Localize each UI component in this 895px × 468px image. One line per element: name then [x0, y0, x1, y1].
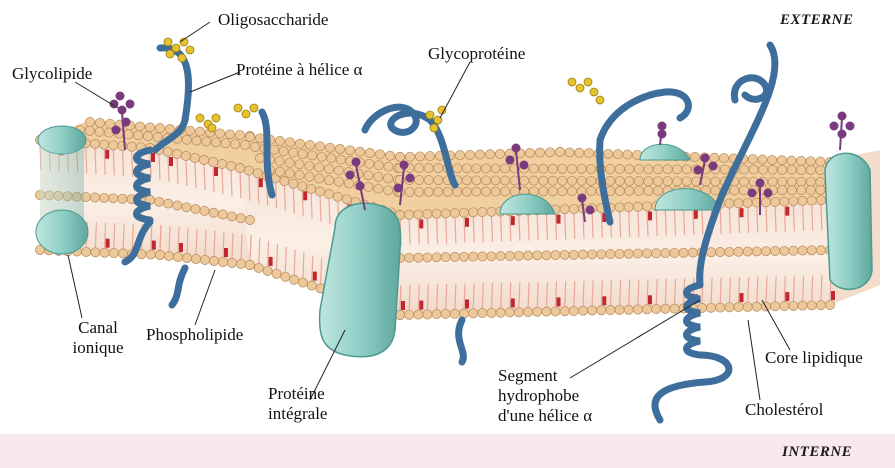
- canal-line2: ionique: [58, 338, 138, 358]
- oligosaccharide-label: Oligosaccharide: [218, 10, 328, 30]
- strand-upper-right: [600, 92, 688, 140]
- segment-line2: hydrophobe: [498, 386, 592, 406]
- interne-label: INTERNE: [782, 444, 852, 461]
- core-lipidique-label: Core lipidique: [765, 348, 863, 368]
- right-channel-protein: [825, 153, 872, 289]
- oligosaccharide-chains: [164, 38, 604, 132]
- cholesterol-label: Cholestérol: [745, 400, 823, 420]
- segment-hydrophobe-label: Segment hydrophobe d'une hélice α: [498, 366, 592, 426]
- glycoproteine-label: Glycoprotéine: [428, 44, 525, 64]
- ion-channel: [36, 126, 88, 254]
- segment-line3: d'une hélice α: [498, 406, 592, 426]
- segment-line1: Segment: [498, 366, 592, 386]
- proteine-integrale-label: Protéine intégrale: [268, 384, 327, 424]
- strand-lower-left: [172, 268, 185, 305]
- strand-lower-mid: [459, 320, 464, 362]
- helix-coil-right: [687, 285, 701, 355]
- helix-tail-bottom: [655, 355, 729, 420]
- proteine-helice-label: Protéine à hélice α: [236, 60, 362, 80]
- phospholipide-label: Phospholipide: [146, 325, 243, 345]
- loop-top-right: [734, 78, 766, 100]
- glycolipide-label: Glycolipide: [12, 64, 92, 84]
- externe-label: EXTERNE: [780, 12, 854, 29]
- canal-ionique-label: Canal ionique: [58, 318, 138, 358]
- proteine-integrale-line2: intégrale: [268, 404, 327, 424]
- canal-line1: Canal: [58, 318, 138, 338]
- proteine-integrale-line1: Protéine: [268, 384, 327, 404]
